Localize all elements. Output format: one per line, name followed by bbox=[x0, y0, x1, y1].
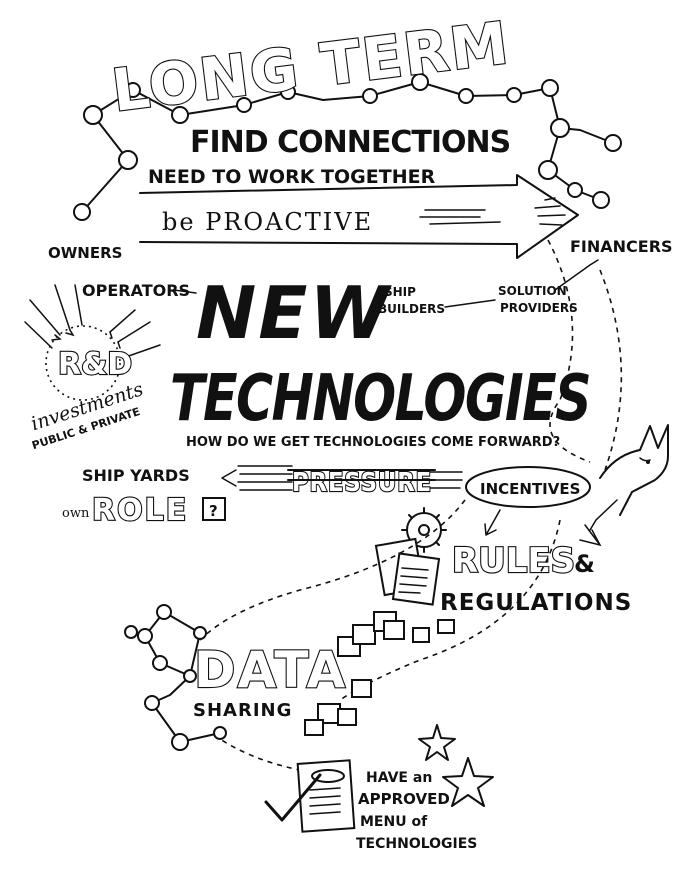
rd-cluster bbox=[24, 284, 161, 401]
network-node bbox=[73, 203, 91, 221]
financers-label: FINANCERS bbox=[570, 237, 673, 256]
approved-line-2: APPROVED bbox=[358, 790, 450, 808]
network-node bbox=[171, 106, 189, 124]
be-proactive-label: be PROACTIVE bbox=[162, 208, 373, 236]
solution-providers-label: SOLUTION bbox=[498, 284, 567, 298]
star-icon bbox=[418, 724, 456, 761]
star-icon-large bbox=[442, 757, 494, 807]
network-node bbox=[592, 191, 610, 209]
route-line bbox=[547, 239, 591, 463]
role-label: ROLE bbox=[92, 493, 188, 528]
rules-label: RULES bbox=[452, 541, 575, 581]
network-node bbox=[83, 105, 103, 125]
approved-line-4: TECHNOLOGIES bbox=[356, 836, 477, 852]
need-work-together-label: NEED TO WORK TOGETHER bbox=[148, 166, 436, 188]
gear-icon bbox=[401, 507, 447, 553]
question-label: HOW DO WE GET TECHNOLOGIES COME FORWARD? bbox=[186, 435, 560, 450]
pressure-arrow bbox=[221, 465, 463, 491]
donkey-icon bbox=[579, 424, 669, 547]
technologies-heading: TECHNOLOGIES bbox=[170, 362, 590, 436]
network-node bbox=[125, 82, 141, 98]
network-node bbox=[604, 134, 622, 152]
new-heading: NEW bbox=[196, 271, 392, 355]
proactive-arrow bbox=[139, 174, 579, 259]
network-node bbox=[458, 88, 474, 104]
ship-yards-label: SHIP YARDS bbox=[82, 466, 190, 485]
data-network bbox=[124, 604, 227, 751]
incentives-label: INCENTIVES bbox=[480, 480, 580, 498]
network-node bbox=[567, 182, 583, 198]
approved-line-3: MENU of bbox=[360, 814, 428, 830]
network-node bbox=[538, 160, 558, 180]
network-node bbox=[506, 87, 522, 103]
role-question-mark: ? bbox=[209, 502, 218, 520]
role-question-box bbox=[202, 497, 226, 521]
network-node bbox=[236, 97, 252, 113]
owners-label: OWNERS bbox=[48, 244, 122, 262]
ship-builders-label-2: BUILDERS bbox=[378, 302, 445, 316]
connections-network bbox=[73, 73, 622, 221]
rd-label: R&D bbox=[58, 347, 132, 382]
network-node bbox=[541, 79, 559, 97]
rd-circle bbox=[45, 325, 121, 401]
network-node bbox=[118, 150, 138, 170]
documents-icon bbox=[374, 537, 441, 606]
ship-builders-label: SHIP bbox=[384, 285, 416, 299]
sharing-label: SHARING bbox=[193, 700, 292, 721]
data-label: DATA bbox=[194, 641, 347, 699]
incentives-bubble bbox=[465, 466, 591, 508]
own-label: own bbox=[62, 506, 90, 521]
network-node bbox=[550, 118, 570, 138]
network-node bbox=[280, 84, 296, 100]
network-node bbox=[362, 88, 378, 104]
find-connections-label: FIND CONNECTIONS bbox=[190, 125, 510, 160]
ampersand-label: & bbox=[574, 550, 595, 578]
route-line-3 bbox=[199, 499, 466, 641]
incentives-arrow bbox=[484, 509, 501, 536]
pressure-strike bbox=[287, 469, 436, 481]
page-title: LONG TERM bbox=[108, 9, 513, 125]
regulations-label: REGULATIONS bbox=[440, 590, 632, 616]
pressure-label: PRESSURE bbox=[292, 468, 432, 498]
operators-label: OPERATORS bbox=[82, 281, 190, 300]
solution-providers-label-2: PROVIDERS bbox=[500, 301, 578, 315]
route-line-5 bbox=[213, 734, 301, 771]
network-node bbox=[411, 73, 429, 91]
route-line-4 bbox=[339, 519, 561, 701]
route-line-2 bbox=[599, 269, 623, 471]
approved-line-1: HAVE an bbox=[366, 770, 432, 786]
data-boxes bbox=[304, 611, 455, 736]
approved-checklist-icon bbox=[264, 759, 356, 833]
